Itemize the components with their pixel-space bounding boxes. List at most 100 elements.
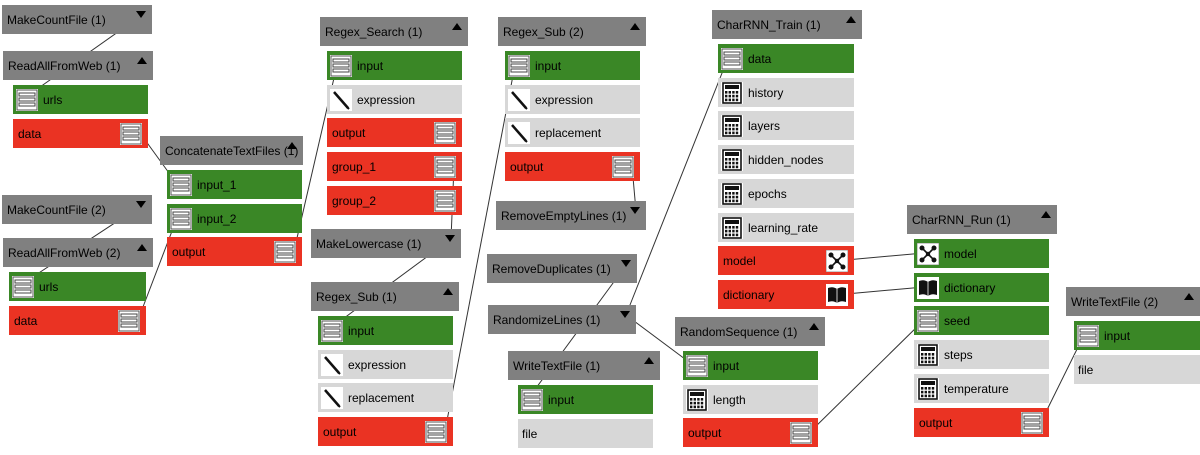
port-label: epochs bbox=[748, 186, 787, 201]
port-steps[interactable]: steps bbox=[914, 340, 1049, 369]
expand-triangle-icon[interactable] bbox=[136, 11, 146, 18]
pen-icon bbox=[508, 122, 530, 144]
collapse-triangle-icon[interactable] bbox=[137, 57, 147, 64]
wire bbox=[809, 319, 925, 433]
node-title-text: CharRNN_Run (1) bbox=[912, 212, 1011, 227]
port-output[interactable]: output bbox=[318, 417, 453, 446]
port-input[interactable]: input bbox=[318, 316, 453, 345]
node-title[interactable]: MakeCountFile (1) bbox=[2, 5, 152, 34]
port-hidden-nodes[interactable]: hidden_nodes bbox=[718, 145, 854, 174]
port-dictionary[interactable]: dictionary bbox=[718, 280, 854, 309]
port-seed[interactable]: seed bbox=[914, 306, 1049, 335]
port-expression[interactable]: expression bbox=[505, 85, 640, 114]
port-urls[interactable]: urls bbox=[9, 272, 146, 301]
node-title[interactable]: RemoveEmptyLines (1) bbox=[496, 201, 646, 230]
port-group-1[interactable]: group_1 bbox=[327, 152, 462, 181]
port-input[interactable]: input bbox=[327, 51, 462, 80]
port-input[interactable]: input bbox=[683, 351, 818, 380]
collapse-triangle-icon[interactable] bbox=[1041, 211, 1051, 218]
port-learning-rate[interactable]: learning_rate bbox=[718, 213, 854, 242]
node-title[interactable]: WriteTextFile (1) bbox=[508, 351, 660, 380]
port-output[interactable]: output bbox=[327, 118, 462, 147]
port-label: urls bbox=[39, 279, 59, 294]
network-icon bbox=[917, 243, 939, 265]
expand-triangle-icon[interactable] bbox=[445, 235, 455, 242]
node-title[interactable]: Regex_Sub (1) bbox=[311, 282, 459, 311]
collapse-triangle-icon[interactable] bbox=[137, 244, 147, 251]
expand-triangle-icon[interactable] bbox=[630, 207, 640, 214]
port-output[interactable]: output bbox=[505, 152, 640, 181]
node-title[interactable]: Regex_Sub (2) bbox=[498, 17, 646, 46]
port-label: urls bbox=[43, 92, 63, 107]
port-layers[interactable]: layers bbox=[718, 111, 854, 140]
text-stack-icon bbox=[612, 156, 634, 178]
port-input-1[interactable]: input_1 bbox=[167, 170, 302, 199]
port-output[interactable]: output bbox=[167, 237, 302, 266]
node-title[interactable]: ConcatenateTextFiles (1) bbox=[160, 136, 303, 165]
port-expression[interactable]: expression bbox=[327, 85, 462, 114]
collapse-triangle-icon[interactable] bbox=[452, 23, 462, 30]
port-label: input_2 bbox=[197, 211, 237, 226]
node-title[interactable]: RandomizeLines (1) bbox=[488, 305, 636, 334]
port-input-2[interactable]: input_2 bbox=[167, 204, 302, 233]
collapse-triangle-icon[interactable] bbox=[443, 288, 453, 295]
port-dictionary[interactable]: dictionary bbox=[914, 273, 1049, 302]
port-input[interactable]: input bbox=[518, 385, 653, 414]
port-label: replacement bbox=[535, 125, 602, 140]
node-title[interactable]: ReadAllFromWeb (1) bbox=[3, 51, 153, 80]
port-replacement[interactable]: replacement bbox=[318, 383, 453, 412]
node-title[interactable]: RandomSequence (1) bbox=[675, 317, 825, 346]
port-input[interactable]: input bbox=[1074, 321, 1200, 350]
port-data[interactable]: data bbox=[13, 119, 148, 148]
port-urls[interactable]: urls bbox=[13, 85, 148, 114]
text-stack-icon bbox=[321, 320, 343, 342]
node-title[interactable]: WriteTextFile (2) bbox=[1066, 287, 1200, 316]
port-length[interactable]: length bbox=[683, 385, 818, 414]
node-title[interactable]: MakeLowercase (1) bbox=[311, 229, 461, 258]
node-title-text: MakeCountFile (2) bbox=[7, 202, 106, 217]
node-title-text: RandomSequence (1) bbox=[680, 324, 798, 339]
wire bbox=[845, 286, 925, 295]
text-stack-icon bbox=[120, 123, 142, 145]
expand-triangle-icon[interactable] bbox=[136, 201, 146, 208]
node-title[interactable]: CharRNN_Run (1) bbox=[907, 205, 1057, 234]
port-output[interactable]: output bbox=[914, 408, 1049, 437]
port-replacement[interactable]: replacement bbox=[505, 118, 640, 147]
node-title[interactable]: RemoveDuplicates (1) bbox=[487, 254, 637, 283]
port-label: learning_rate bbox=[748, 220, 819, 235]
collapse-triangle-icon[interactable] bbox=[630, 23, 640, 30]
text-stack-icon bbox=[508, 55, 530, 77]
pen-icon bbox=[508, 89, 530, 111]
port-label: output bbox=[323, 424, 357, 439]
port-expression[interactable]: expression bbox=[318, 350, 453, 379]
collapse-triangle-icon[interactable] bbox=[644, 357, 654, 364]
collapse-triangle-icon[interactable] bbox=[287, 142, 297, 149]
port-label: output bbox=[510, 159, 544, 174]
port-data[interactable]: data bbox=[718, 44, 854, 73]
port-model[interactable]: model bbox=[914, 239, 1049, 268]
collapse-triangle-icon[interactable] bbox=[1184, 293, 1194, 300]
node-title[interactable]: ReadAllFromWeb (2) bbox=[3, 238, 153, 267]
port-data[interactable]: data bbox=[9, 306, 146, 335]
port-output[interactable]: output bbox=[683, 418, 818, 447]
text-stack-icon bbox=[521, 389, 543, 411]
expand-triangle-icon[interactable] bbox=[620, 311, 630, 318]
collapse-triangle-icon[interactable] bbox=[809, 323, 819, 330]
port-label: dictionary bbox=[944, 280, 996, 295]
port-file[interactable]: file bbox=[1074, 355, 1200, 384]
node-title-text: MakeLowercase (1) bbox=[316, 236, 422, 251]
port-file[interactable]: file bbox=[518, 419, 653, 448]
node-title[interactable]: Regex_Search (1) bbox=[320, 17, 468, 46]
port-model[interactable]: model bbox=[718, 246, 854, 275]
port-history[interactable]: history bbox=[718, 78, 854, 107]
node-title[interactable]: CharRNN_Train (1) bbox=[712, 10, 862, 39]
port-epochs[interactable]: epochs bbox=[718, 179, 854, 208]
collapse-triangle-icon[interactable] bbox=[846, 16, 856, 23]
port-input[interactable]: input bbox=[505, 51, 640, 80]
port-label: replacement bbox=[348, 390, 415, 405]
port-temperature[interactable]: temperature bbox=[914, 374, 1049, 403]
expand-triangle-icon[interactable] bbox=[621, 260, 631, 267]
node-title[interactable]: MakeCountFile (2) bbox=[2, 195, 152, 224]
port-group-2[interactable]: group_2 bbox=[327, 186, 462, 215]
calculator-icon bbox=[686, 389, 708, 411]
